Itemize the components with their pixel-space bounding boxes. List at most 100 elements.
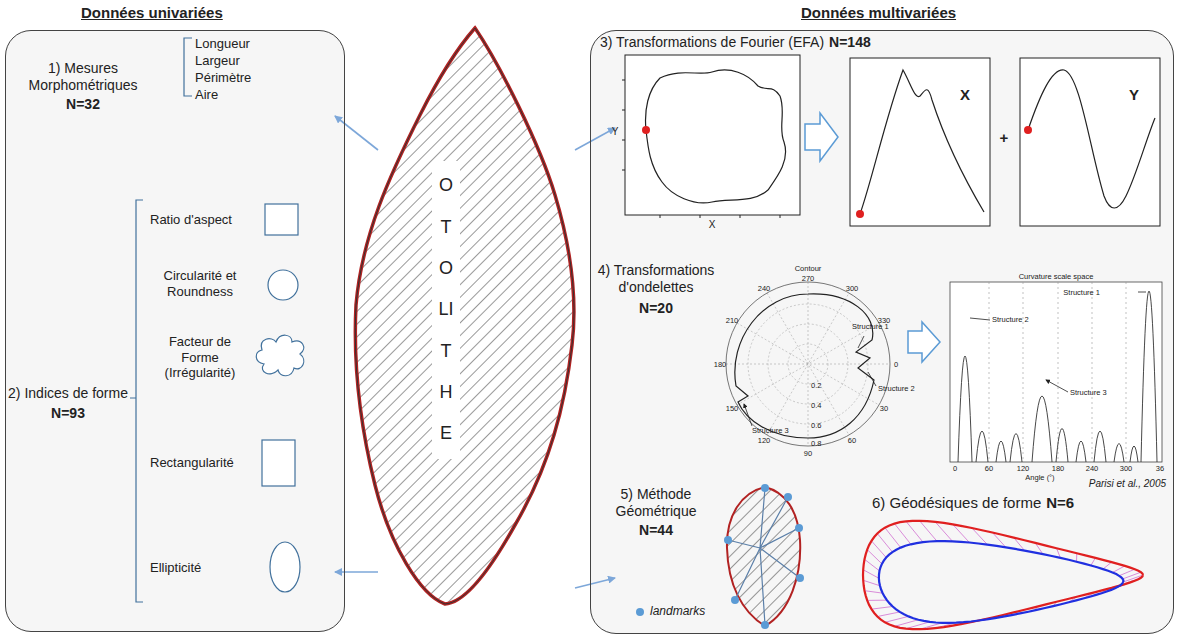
label: 6) Géodésiques de forme	[872, 494, 1041, 512]
start-dot	[642, 126, 650, 134]
label: 300	[846, 284, 859, 293]
otolith-outline	[355, 28, 574, 604]
otolith-title: OTOLITHE	[432, 161, 460, 459]
label: 300	[1120, 464, 1133, 473]
geodesic-line	[920, 521, 937, 541]
data-panel: Données multivariées	[590, 30, 1174, 634]
polar-grid	[726, 282, 890, 446]
label: Ratio d'aspect	[150, 212, 232, 228]
geodesic-line	[885, 616, 909, 622]
label: Structure 1	[1063, 288, 1100, 297]
block-arrow	[908, 322, 940, 362]
panel-heading: Données univariées	[81, 4, 223, 21]
geodesic-line	[1119, 569, 1135, 576]
geodesic-line	[1091, 558, 1095, 566]
label: 0.2	[811, 381, 821, 390]
label: Y	[1129, 86, 1139, 104]
label: 120	[1017, 464, 1030, 473]
label: Circularité et Roundness	[150, 268, 250, 299]
otolith-outline	[355, 28, 574, 604]
geodesic-line	[1113, 566, 1125, 573]
label: landmarks	[650, 604, 705, 618]
label: X	[709, 219, 716, 231]
bracket	[130, 200, 143, 602]
data-panel: Données univariées	[5, 30, 345, 632]
geodesic-line	[906, 521, 923, 542]
geodesic-line	[865, 559, 880, 571]
polar-contour	[735, 294, 874, 438]
label: 240	[1086, 464, 1099, 473]
panel-ground	[590, 30, 1174, 634]
label: N=6	[1046, 494, 1074, 512]
label: 0.4	[811, 401, 821, 410]
label: Curvature scale space	[1019, 272, 1094, 281]
label: 240	[758, 284, 771, 293]
label: 210	[726, 316, 739, 325]
otolith-outline	[350, 25, 578, 607]
ellipse-symbol	[270, 542, 300, 592]
label: N=148	[829, 34, 871, 51]
label: N=44	[639, 522, 673, 539]
structure-pointer	[970, 292, 1146, 392]
geodesic-line	[867, 550, 882, 564]
label: 60	[848, 436, 856, 445]
label: 0	[953, 464, 957, 473]
label: 120	[758, 436, 771, 445]
y-curve	[1028, 70, 1155, 208]
geodesic-line	[894, 524, 910, 545]
label: Structure 3	[752, 426, 789, 435]
connector-arrow	[575, 578, 615, 588]
label: Périmètre	[195, 70, 251, 86]
contour	[646, 70, 786, 203]
landmark-shape	[727, 487, 800, 626]
label: 0.8	[811, 439, 821, 448]
label: Facteur de Forme (Irrégularité)	[150, 334, 250, 381]
scale-arches	[958, 291, 1157, 462]
geodesic-line	[867, 600, 887, 601]
label: 2) Indices de forme	[8, 385, 128, 402]
end-outline	[879, 541, 1124, 623]
geodesic-line	[1103, 562, 1112, 569]
label: Structure 3	[1070, 388, 1107, 397]
label: Largeur	[195, 53, 240, 69]
plot-frame	[1020, 58, 1160, 226]
panel-ground	[5, 30, 345, 632]
label: Rectangularité	[150, 455, 234, 471]
x-curve	[860, 70, 984, 214]
panel-heading: Données multivariées	[801, 4, 956, 21]
landmark-rays	[728, 488, 800, 625]
geodesic-line	[1123, 572, 1141, 579]
label: Y	[612, 126, 619, 138]
connector-arrow	[335, 116, 378, 150]
label: Longueur	[195, 36, 250, 52]
square-symbol	[265, 204, 298, 235]
label: Aire	[195, 87, 218, 103]
grid	[989, 282, 1126, 462]
label: Ellipticité	[150, 560, 201, 576]
label: 30	[880, 404, 888, 413]
geodesic-line	[906, 622, 930, 629]
start-dot	[1024, 126, 1032, 134]
label: 270	[802, 274, 815, 283]
polar-frame	[726, 282, 890, 446]
label: Contour	[795, 264, 822, 273]
geodesic-line	[863, 580, 880, 585]
label: 90	[804, 449, 812, 458]
geodesic-line	[877, 612, 900, 617]
label: Structure 2	[992, 315, 1029, 324]
plot-frame	[850, 58, 990, 226]
plot-frame	[950, 282, 1162, 462]
label: N=32	[66, 96, 100, 113]
label: +	[1000, 129, 1009, 147]
otolith-shape: OTOLITHE	[350, 25, 578, 607]
geodesic-line	[865, 591, 883, 593]
connector-arrow	[575, 128, 615, 150]
geodesic-figure	[863, 521, 1143, 629]
circle-symbol	[268, 270, 298, 300]
irregular-symbol	[256, 335, 304, 376]
label: Structure 1	[852, 322, 889, 331]
label: 36	[1156, 464, 1164, 473]
label: 60	[985, 464, 993, 473]
label: N=20	[639, 300, 673, 317]
label: 180	[1052, 464, 1065, 473]
